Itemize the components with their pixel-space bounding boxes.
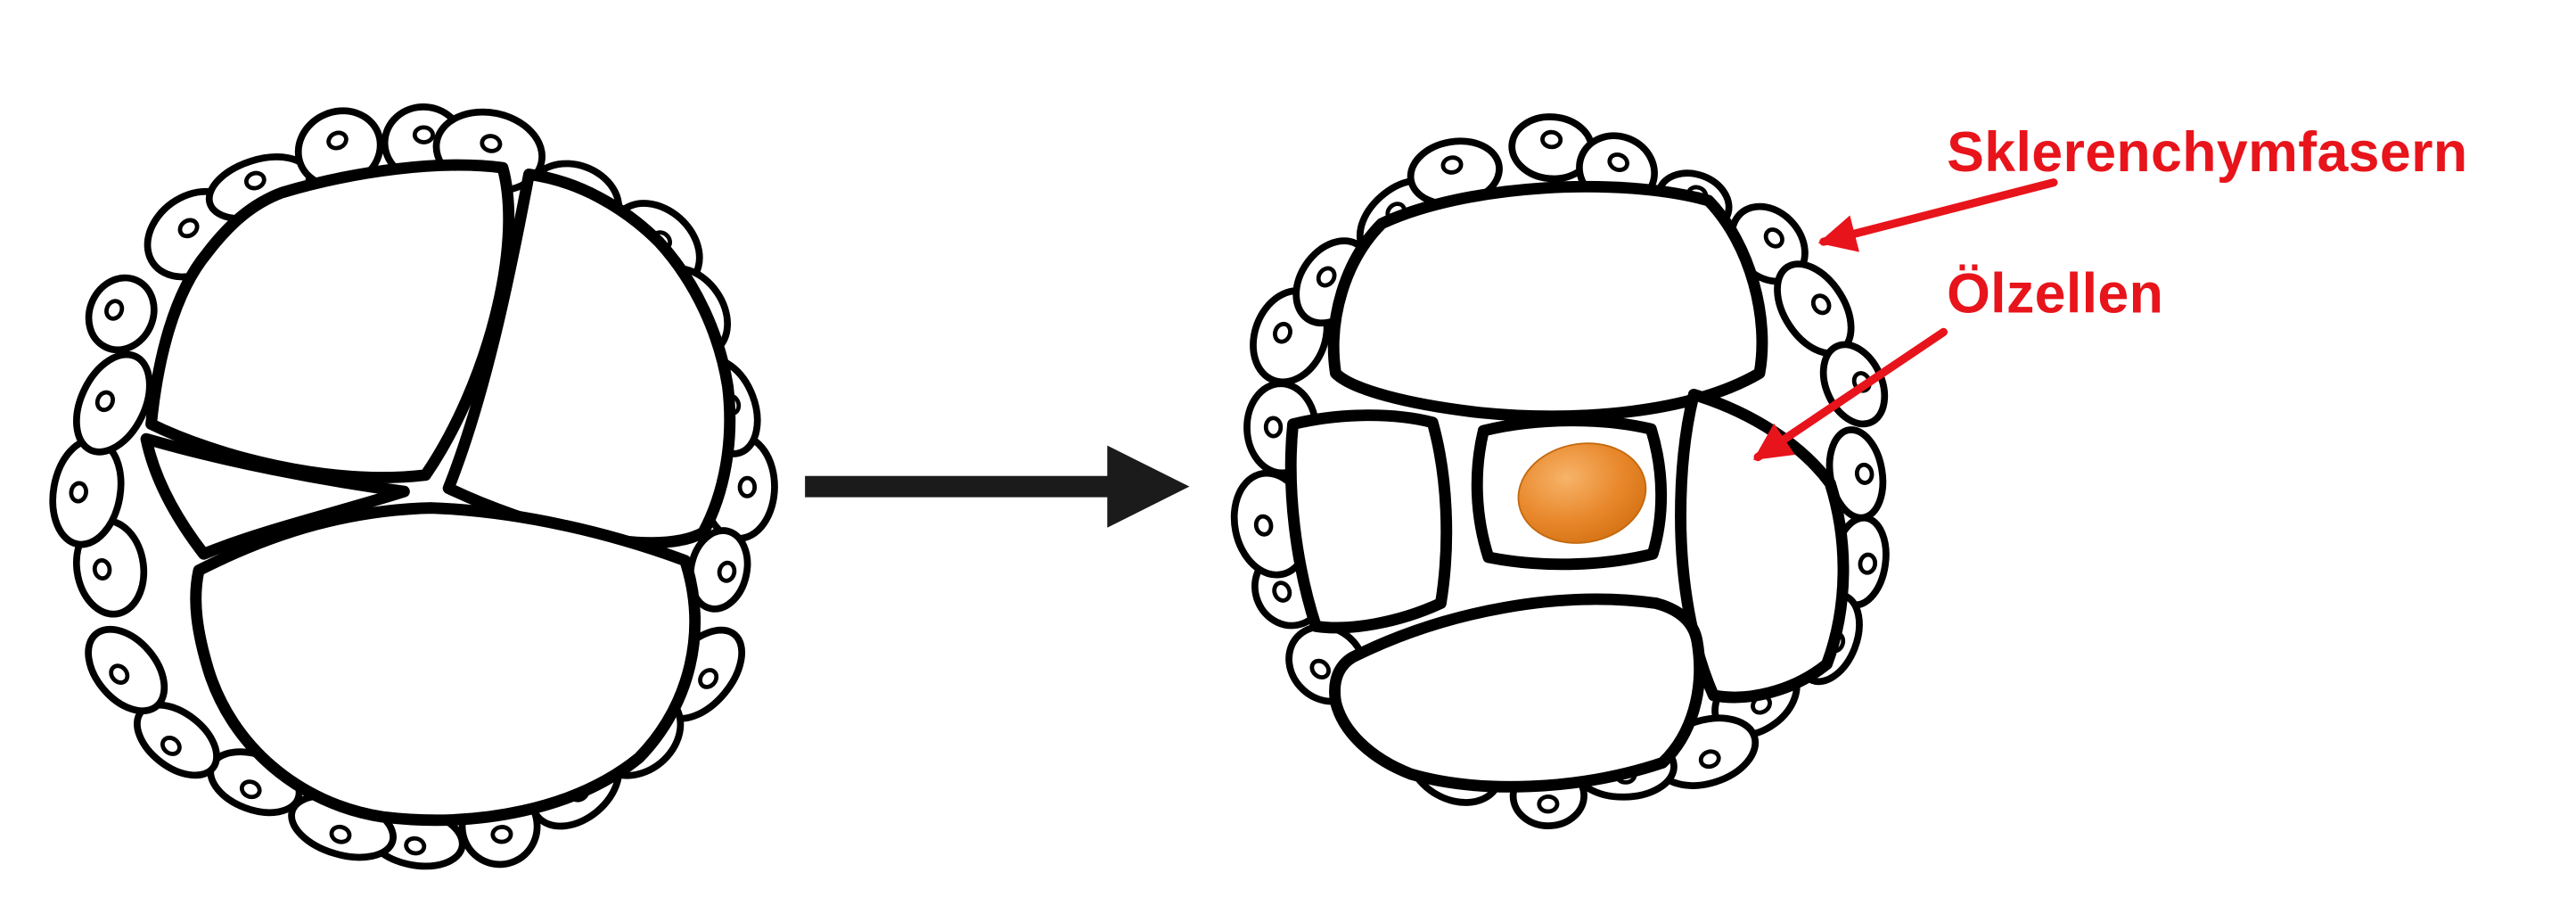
ring-cell-nucleus [717, 560, 737, 583]
ring-cell-nucleus [1858, 552, 1878, 575]
ring-cell-nucleus [1309, 658, 1331, 679]
ring-cell-nucleus [1440, 155, 1464, 175]
annotation-layer: Sklerenchymfasern Ölzellen [1752, 121, 2467, 462]
fibers-label: Sklerenchymfasern [1947, 121, 2467, 184]
transition-arrow-icon [805, 445, 1190, 528]
inner-cells-before [140, 159, 736, 827]
large-cell-right [1675, 389, 1850, 704]
ring-cell-nucleus [1253, 514, 1274, 537]
large-cell-right [442, 169, 736, 549]
cross-section-after [1230, 113, 1890, 829]
ring-cell-nucleus [92, 557, 112, 581]
ring-cell-nucleus [1810, 293, 1832, 316]
ring-cell-nucleus [1540, 129, 1563, 150]
ring-cell-nucleus [1316, 266, 1337, 288]
ring-cell-nucleus [1273, 321, 1292, 344]
ring-cell-nucleus [239, 779, 262, 800]
ring-cell-nucleus [1537, 794, 1560, 814]
ring-cell-nucleus [1607, 152, 1629, 173]
ring-cell-nucleus [243, 170, 267, 191]
ring-cell-nucleus [1272, 581, 1292, 603]
ring-cell-nucleus [177, 218, 200, 239]
large-cell-top [1327, 180, 1768, 423]
large-cell-top-left [145, 159, 515, 483]
cross-section-before [49, 103, 778, 870]
ring-cell-nucleus [1763, 227, 1784, 249]
ring-cell-nucleus [109, 663, 130, 685]
ring-cell-nucleus [329, 824, 352, 844]
ring-cell-nucleus [104, 299, 125, 321]
large-cell-left [1284, 409, 1453, 634]
ring-cell-nucleus [490, 825, 513, 844]
ring-cell-nucleus [1698, 749, 1721, 770]
ring-cell-nucleus [69, 481, 88, 504]
large-cell-left-wedge [140, 432, 410, 560]
oil-cell [1517, 442, 1647, 544]
ring-cell-nucleus [412, 125, 435, 144]
large-cell-bottom [190, 502, 701, 827]
inner-cells-after [1284, 180, 1850, 793]
ring-cell-nucleus [1263, 416, 1284, 439]
oil-cells-pointer-arrow [1752, 327, 1948, 462]
ring-cell-nucleus [94, 390, 115, 413]
fibers-pointer-arrow [1817, 178, 2058, 252]
ring-cell-nucleus [404, 836, 427, 856]
oil-cells-label: Ölzellen [1947, 262, 2163, 325]
ring-cell-nucleus [737, 475, 758, 498]
ring-cell-nucleus [1854, 462, 1875, 485]
ring-cell-nucleus [480, 134, 503, 153]
ring-cell-nucleus [326, 130, 349, 151]
ring-cell-nucleus [160, 736, 182, 756]
large-cell-bottom [1329, 593, 1706, 793]
ring-cell-nucleus [698, 668, 719, 689]
